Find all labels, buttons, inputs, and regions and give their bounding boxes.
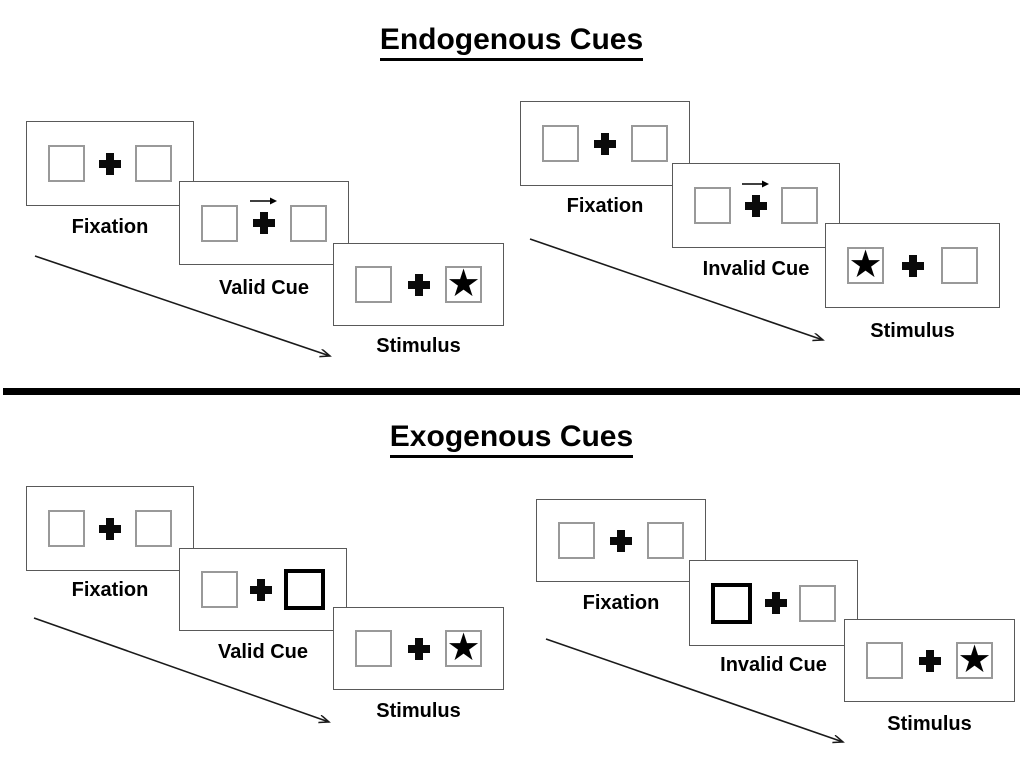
right-placeholder-box (631, 125, 668, 162)
fixation-center (610, 529, 632, 552)
panel-label-fixation: Fixation (582, 592, 660, 614)
fixation-center (918, 649, 941, 672)
right-placeholder-box (135, 145, 172, 182)
left-placeholder-box (201, 204, 238, 242)
exogenous-cue-box (284, 569, 325, 610)
cue-arrow-icon (250, 197, 277, 205)
left-placeholder-box (542, 125, 579, 162)
section-divider (3, 388, 1020, 395)
right-placeholder-box (799, 584, 836, 622)
panel-label-invalid-cue: Invalid Cue (720, 654, 827, 676)
fixation-cross-icon (610, 529, 632, 552)
exogenous-cue-box (711, 582, 752, 624)
fixation-cross-icon (594, 132, 616, 155)
valid-cue-panel (179, 548, 347, 631)
fixation-cross-icon (99, 152, 121, 175)
star-stimulus-icon: ★ (848, 244, 883, 286)
stimulus-panel: ★ (844, 619, 1015, 702)
section-title-endogenous: Endogenous Cues (0, 23, 1023, 61)
right-stimulus-box: ★ (445, 263, 482, 305)
panel-label-invalid-cue: Invalid Cue (702, 258, 810, 280)
fixation-center (250, 197, 277, 234)
cue-arrow-icon (742, 180, 769, 187)
fixation-center (901, 254, 924, 277)
panel-label-valid-cue: Valid Cue (217, 641, 309, 663)
star-stimulus-icon: ★ (446, 263, 481, 305)
right-placeholder-box (135, 510, 172, 547)
valid-cue-panel (179, 181, 349, 265)
fixation-center (250, 578, 272, 601)
fixation-cross-icon (745, 194, 767, 217)
panel-label-stimulus: Stimulus (870, 320, 955, 342)
left-stimulus-box: ★ (847, 244, 884, 286)
fixation-panel (26, 486, 194, 571)
timeline-arrow (33, 617, 329, 722)
right-stimulus-box: ★ (956, 639, 993, 681)
fixation-center (407, 637, 430, 660)
fixation-cross-icon (764, 592, 787, 614)
right-placeholder-box (781, 187, 818, 224)
right-placeholder-box (647, 522, 684, 559)
left-placeholder-box (201, 571, 238, 608)
fixation-center (594, 132, 616, 155)
panel-label-stimulus: Stimulus (376, 700, 461, 722)
fixation-center (99, 517, 121, 540)
section-title-text: Endogenous Cues (379, 23, 644, 61)
section-title-exogenous: Exogenous Cues (0, 420, 1023, 458)
panel-label-fixation: Fixation (566, 195, 644, 217)
star-stimulus-icon: ★ (446, 627, 481, 669)
panel-label-stimulus: Stimulus (376, 335, 461, 357)
panel-label-fixation: Fixation (71, 216, 149, 238)
panel-label-fixation: Fixation (71, 579, 149, 601)
fixation-cross-icon (253, 212, 275, 234)
stimulus-panel: ★ (333, 243, 504, 326)
fixation-center (99, 152, 121, 175)
panel-label-stimulus: Stimulus (887, 713, 972, 735)
timeline-arrow (529, 238, 823, 340)
fixation-center (742, 180, 769, 217)
stimulus-panel: ★ (825, 223, 1000, 308)
invalid-cue-panel (672, 163, 840, 248)
fixation-cross-icon (918, 649, 941, 672)
left-placeholder-box (355, 630, 392, 667)
right-placeholder-box (290, 204, 327, 242)
left-placeholder-box (866, 642, 903, 679)
star-stimulus-icon: ★ (957, 639, 992, 681)
fixation-panel (520, 101, 690, 186)
invalid-cue-panel (689, 560, 858, 646)
fixation-cross-icon (99, 517, 121, 540)
fixation-cross-icon (901, 254, 924, 277)
fixation-panel (26, 121, 194, 206)
left-placeholder-box (355, 266, 392, 303)
timeline-arrow (34, 255, 330, 356)
section-title-text: Exogenous Cues (389, 420, 634, 458)
fixation-cross-icon (407, 273, 430, 296)
right-placeholder-box (941, 247, 978, 284)
left-placeholder-box (694, 187, 731, 224)
fixation-cross-icon (250, 578, 272, 601)
fixation-center (407, 273, 430, 296)
left-placeholder-box (558, 522, 595, 559)
fixation-center (764, 592, 787, 614)
stimulus-panel: ★ (333, 607, 504, 690)
panel-label-valid-cue: Valid Cue (218, 277, 310, 299)
left-placeholder-box (48, 145, 85, 182)
fixation-cross-icon (407, 637, 430, 660)
fixation-panel (536, 499, 706, 582)
right-stimulus-box: ★ (445, 627, 482, 669)
left-placeholder-box (48, 510, 85, 547)
